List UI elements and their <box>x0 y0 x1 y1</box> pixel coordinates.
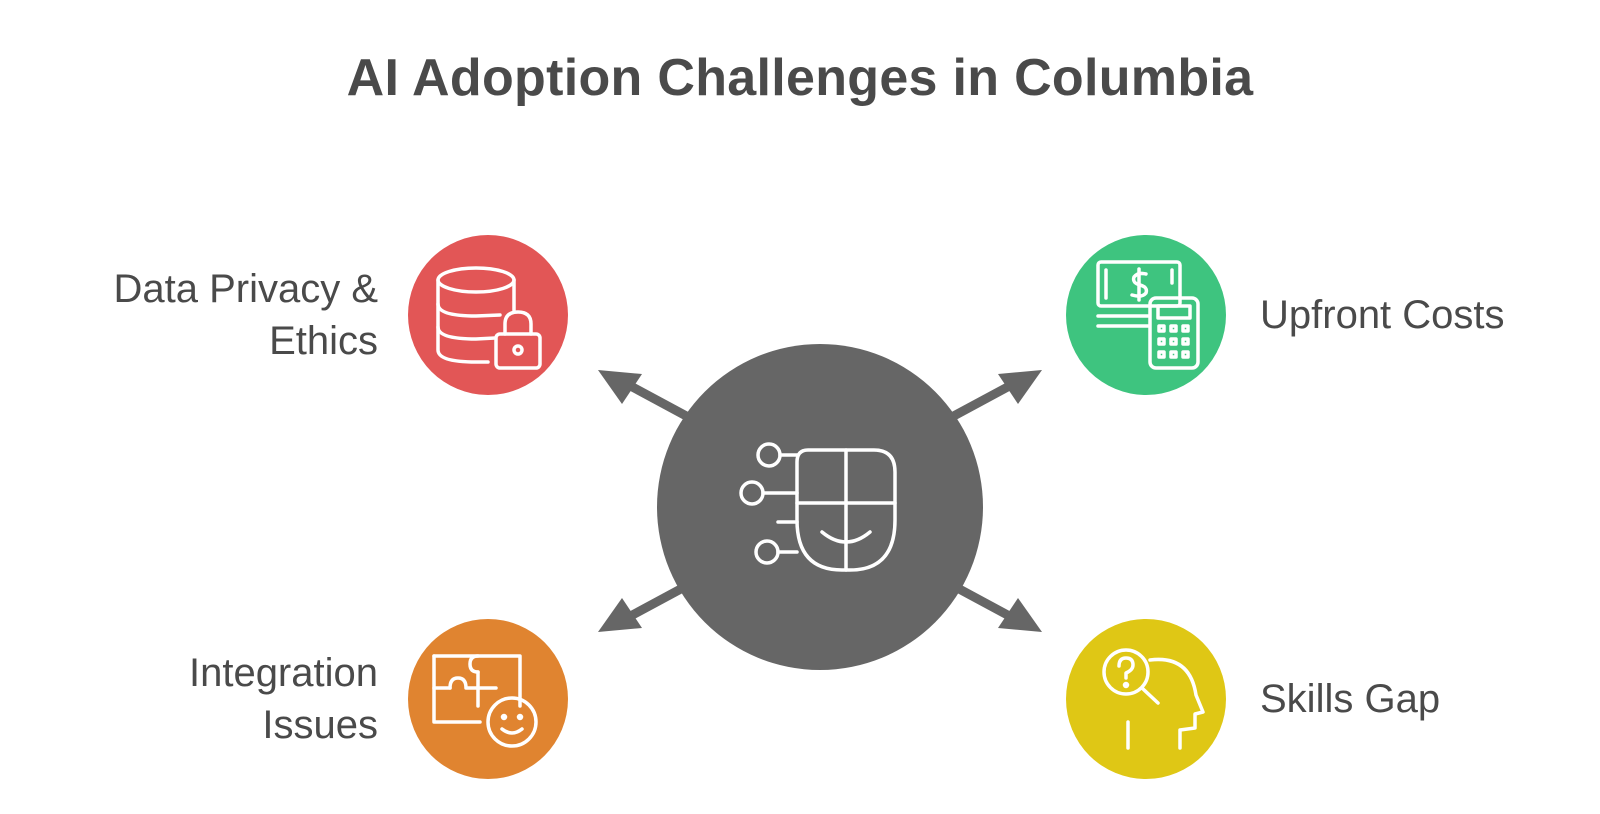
label-data-privacy: Data Privacy & Ethics <box>58 263 378 367</box>
arrow-to-data-privacy <box>598 370 693 422</box>
center-hub <box>657 344 983 670</box>
integration-line1: Integration <box>188 651 378 695</box>
integration-line2: Issues <box>262 703 378 747</box>
label-upfront-costs: Upfront Costs <box>1260 289 1580 341</box>
skills-gap-line1: Skills Gap <box>1260 677 1441 721</box>
head-question-search-icon <box>1102 648 1205 750</box>
arrow-to-integration <box>598 580 693 632</box>
node-skills-gap <box>1066 619 1226 779</box>
node-data-privacy <box>408 235 568 395</box>
database-lock-icon <box>436 266 542 370</box>
ai-face-circuit-icon <box>739 442 897 572</box>
data-privacy-line2: Ethics <box>269 319 378 363</box>
data-privacy-line1: Data Privacy & <box>113 267 378 311</box>
label-skills-gap: Skills Gap <box>1260 673 1580 725</box>
arrow-to-upfront-costs <box>947 370 1042 422</box>
upfront-costs-line1: Upfront Costs <box>1260 293 1505 337</box>
money-calculator-icon <box>1096 260 1200 370</box>
diagram-title: AI Adoption Challenges in Columbia <box>346 49 1254 107</box>
arrows <box>598 370 1042 632</box>
center-circle <box>657 344 983 670</box>
puzzle-face-icon <box>432 654 538 748</box>
integration-circle <box>408 619 568 779</box>
arrow-to-skills-gap <box>947 580 1042 632</box>
node-integration <box>408 619 568 779</box>
skills-gap-circle <box>1066 619 1226 779</box>
label-integration: Integration Issues <box>58 647 378 751</box>
node-upfront-costs <box>1066 235 1226 395</box>
